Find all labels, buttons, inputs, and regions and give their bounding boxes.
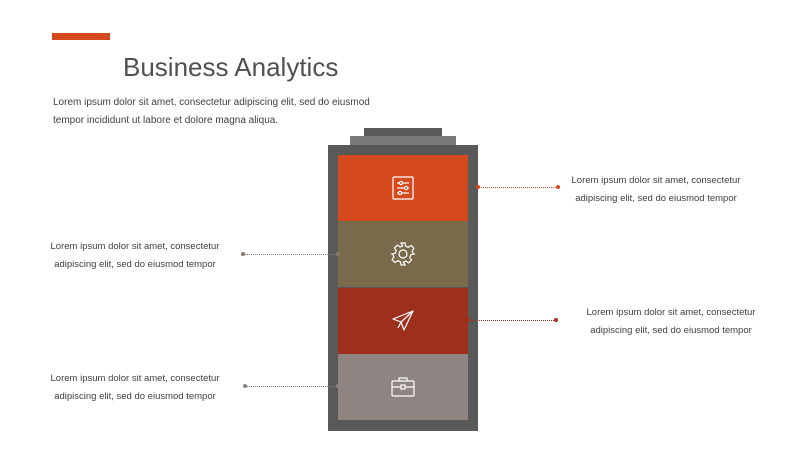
connector-line-1 <box>478 187 558 188</box>
battery-terminal <box>364 128 442 136</box>
callout-1: Lorem ipsum dolor sit amet, consectetur … <box>551 172 761 208</box>
connector-dot <box>556 185 560 189</box>
connector-dot <box>554 318 558 322</box>
connector-dot <box>336 384 340 388</box>
callout-line: Lorem ipsum dolor sit amet, consectetur <box>50 241 220 252</box>
battery-segment-1 <box>338 155 468 221</box>
title-accent-bar <box>52 33 110 40</box>
callout-line: adipiscing elit, sed do eiusmod tempor <box>54 259 216 270</box>
callout-line: adipiscing elit, sed do eiusmod tempor <box>590 325 752 336</box>
callout-line: Lorem ipsum dolor sit amet, consectetur <box>50 373 220 384</box>
connector-line-2 <box>243 254 338 255</box>
callout-line: adipiscing elit, sed do eiusmod tempor <box>54 391 216 402</box>
battery-cap <box>350 136 456 145</box>
battery-segment-4 <box>338 354 468 420</box>
gear-icon <box>390 242 416 266</box>
slide-title: Business Analytics <box>123 52 339 82</box>
intro-line: Lorem ipsum dolor sit amet, consectetur … <box>53 97 370 108</box>
battery-segment-3 <box>338 288 468 354</box>
callout-line: adipiscing elit, sed do eiusmod tempor <box>575 193 737 204</box>
callout-2: Lorem ipsum dolor sit amet, consectetur … <box>30 238 240 274</box>
callout-line: Lorem ipsum dolor sit amet, consectetur <box>586 307 756 318</box>
callout-4: Lorem ipsum dolor sit amet, consectetur … <box>30 370 240 406</box>
briefcase-icon <box>391 377 415 397</box>
callout-line: Lorem ipsum dolor sit amet, consectetur <box>571 175 741 186</box>
sliders-icon <box>392 176 414 200</box>
connector-dot <box>336 252 340 256</box>
connector-line-3 <box>468 320 556 321</box>
callout-3: Lorem ipsum dolor sit amet, consectetur … <box>566 304 776 340</box>
connector-line-4 <box>245 386 338 387</box>
paper-plane-icon <box>392 310 414 331</box>
battery-segment-2 <box>338 221 468 287</box>
intro-line: tempor incididunt ut labore et dolore ma… <box>53 115 279 126</box>
intro-text: Lorem ipsum dolor sit amet, consectetur … <box>53 94 393 130</box>
